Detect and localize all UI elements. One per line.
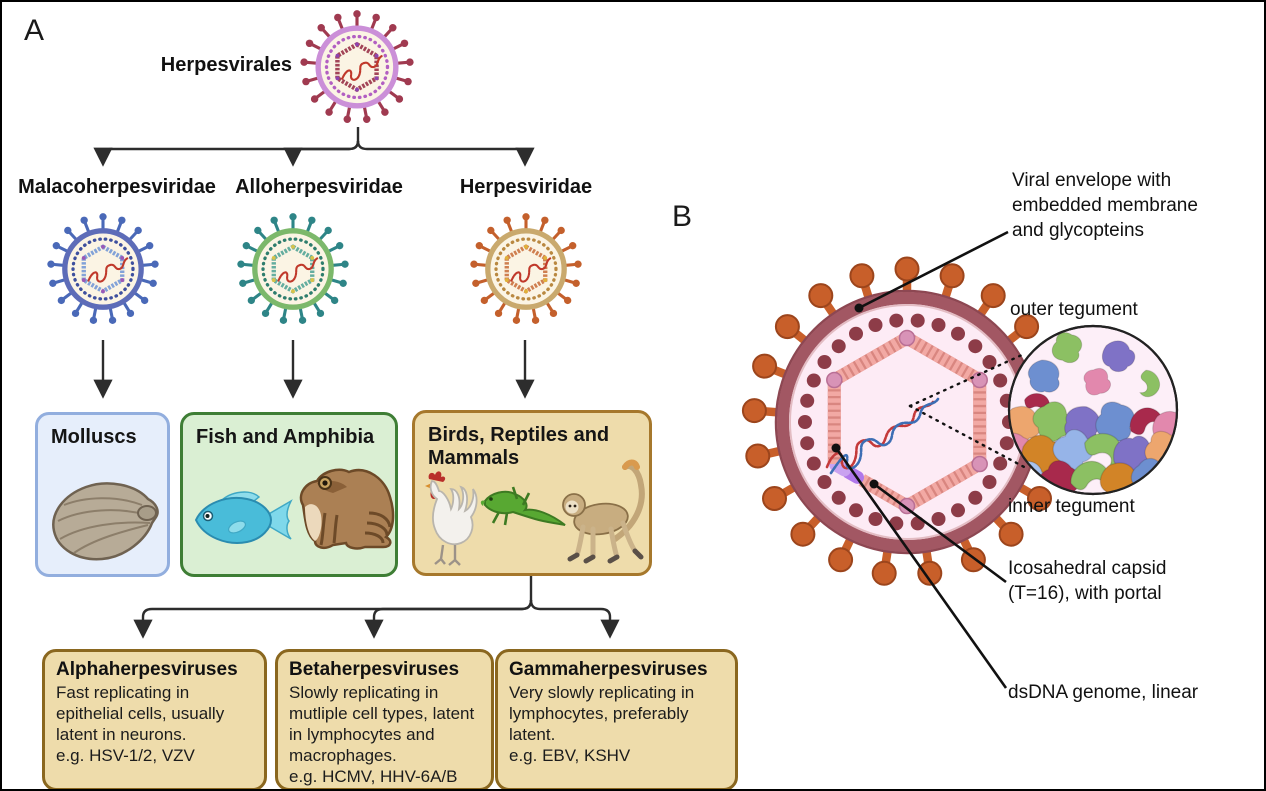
annotation-inner-tegument: inner tegument: [1008, 496, 1135, 517]
monkey-icon: [553, 453, 653, 569]
lizard-icon: [477, 479, 571, 535]
host-box-birds-reptiles-mammals: Birds, Reptiles and Mammals: [412, 410, 652, 576]
subfamily-title-beta: Betaherpesviruses: [289, 659, 460, 680]
family-label-alloherpesviridae: Alloherpesviridae: [235, 176, 403, 198]
frog-icon: [289, 453, 395, 555]
subfamily-examples-gamma: e.g. EBV, KSHV: [509, 746, 631, 765]
oyster-icon: [44, 473, 166, 571]
tegument-inset: [1005, 322, 1181, 498]
annotation-genome: dsDNA genome, linear: [1008, 682, 1199, 703]
subfamily-box-gamma: Gammaherpesviruses Very slowly replicati…: [495, 649, 738, 789]
family-label-malacoherpesviridae: Malacoherpesviridae: [18, 176, 216, 198]
subfamily-title-gamma: Gammaherpesviruses: [509, 659, 708, 680]
subfamily-title-alpha: Alphaherpesviruses: [56, 659, 238, 680]
malacoherpesviridae-virus-icon: [45, 211, 161, 327]
order-label: Herpesvirales: [160, 54, 292, 76]
subfamily-desc-alpha: Fast replicating in epithelial cells, us…: [56, 683, 225, 744]
panel-a-label: A: [24, 14, 45, 47]
subfamily-examples-beta: e.g. HCMV, HHV-6A/B: [289, 767, 458, 786]
chicken-icon: [419, 465, 481, 569]
subfamily-box-alpha: Alphaherpesviruses Fast replicating in e…: [42, 649, 267, 789]
panel-b-label: B: [672, 200, 693, 233]
alloherpesviridae-virus-icon: [235, 211, 351, 327]
annotation-outer-tegument: outer tegument: [1010, 299, 1138, 320]
herpesvirales-virus-icon: [298, 8, 416, 126]
host-title-birds-reptiles-mammals: Birds, Reptiles and Mammals: [428, 424, 610, 469]
subfamily-examples-alpha: e.g. HSV-1/2, VZV: [56, 746, 195, 765]
fish-icon: [191, 487, 297, 553]
host-box-molluscs: Molluscs: [35, 412, 170, 577]
host-title-molluscs: Molluscs: [51, 426, 137, 448]
host-box-fish-amphibia: Fish and Amphibia: [180, 412, 398, 577]
subfamily-desc-beta: Slowly replicating in mutliple cell type…: [289, 683, 475, 765]
annotation-capsid: Icosahedral capsid (T=16), with portal: [1008, 558, 1167, 604]
subfamily-box-beta: Betaherpesviruses Slowly replicating in …: [275, 649, 494, 789]
herpesviridae-virus-icon: [468, 211, 584, 327]
subfamily-desc-gamma: Very slowly replicating in lymphocytes, …: [509, 683, 695, 744]
annotation-envelope: Viral envelope with embedded membrane an…: [1012, 170, 1198, 241]
family-label-herpesviridae: Herpesviridae: [459, 176, 593, 198]
host-title-fish-amphibia: Fish and Amphibia: [196, 426, 375, 448]
